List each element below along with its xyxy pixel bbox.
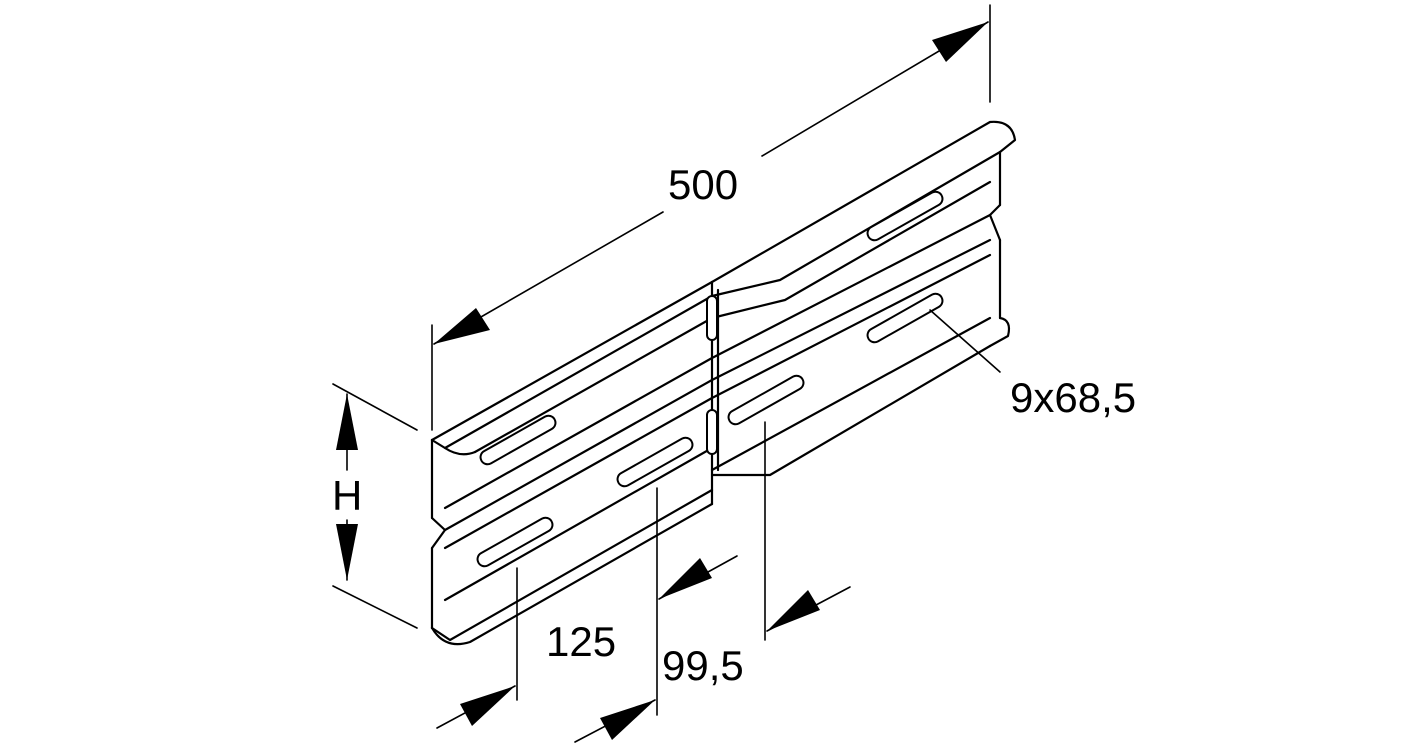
arrow-height-top <box>336 394 358 450</box>
dimension-slot-spacing: 125 <box>436 487 738 729</box>
arrow-offset-left <box>600 700 655 740</box>
slot-left-lower <box>476 516 554 568</box>
arrow-offset-right <box>767 590 820 631</box>
part-left-half <box>430 280 714 646</box>
arrow-spacing-right <box>659 558 712 599</box>
dimension-length: 500 <box>431 4 991 431</box>
dimension-slot-offset-label: 99,5 <box>662 642 744 689</box>
slot-right-upper <box>866 190 944 242</box>
callout-slot-size: 9x68,5 <box>929 309 1136 421</box>
dimension-height-label: H <box>332 472 362 519</box>
dimension-height: H <box>332 383 418 629</box>
arrow-height-bottom <box>336 524 358 580</box>
part-right-half <box>710 120 1017 506</box>
slot-center-right <box>727 374 805 426</box>
slots <box>476 190 944 568</box>
slot-joint-lower <box>706 409 718 455</box>
arrow-spacing-left <box>460 686 515 726</box>
slot-joint-upper <box>706 295 718 341</box>
slot-center-left <box>616 436 694 488</box>
arrow-length-left <box>434 308 490 344</box>
arrow-length-right <box>932 22 988 62</box>
slot-size-label: 9x68,5 <box>1010 374 1136 421</box>
dimension-slot-offset: 99,5 <box>574 421 851 743</box>
dimension-slot-spacing-label: 125 <box>546 618 616 665</box>
slot-left-upper <box>479 414 557 466</box>
dimension-length-label: 500 <box>668 161 738 208</box>
slot-right-lower <box>866 292 944 344</box>
